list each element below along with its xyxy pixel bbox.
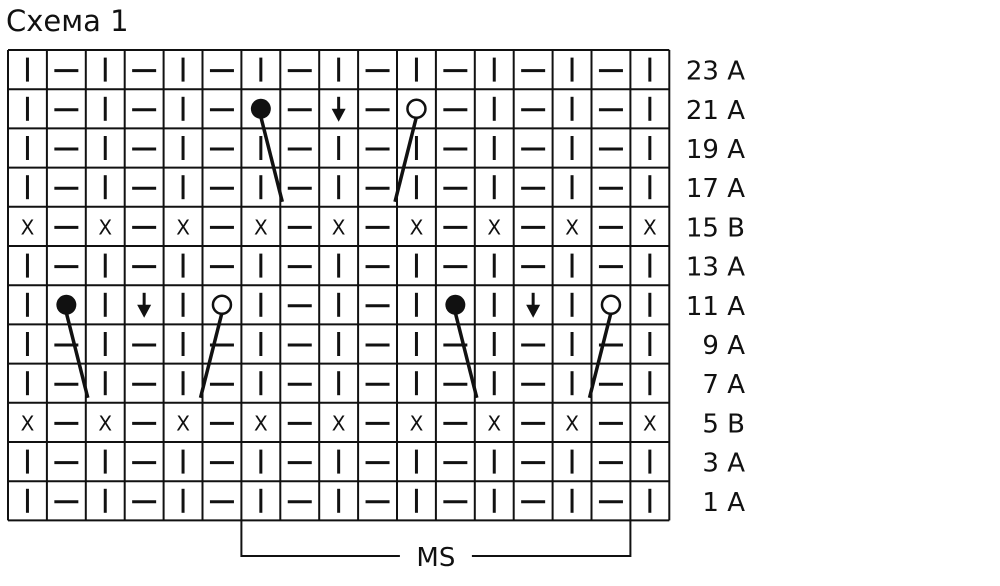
cable-line [259, 116, 284, 203]
x-stitch-symbol: X [487, 215, 501, 239]
cable-line [453, 312, 479, 399]
x-stitch-symbol: X [410, 215, 424, 239]
x-stitch-symbol: X [565, 215, 579, 239]
x-stitch-symbol: X [332, 215, 346, 239]
x-stitch-symbol: X [98, 411, 112, 435]
filled-dot-icon [56, 294, 77, 315]
x-stitch-symbol: X [487, 411, 501, 435]
row-label: 1 A [702, 488, 745, 518]
row-label: 11 A [686, 292, 745, 322]
filled-dot-icon [445, 294, 466, 315]
bracket-line [240, 520, 400, 557]
cable-line [393, 116, 419, 203]
row-label: 13 A [686, 253, 745, 283]
row-label: 5 B [702, 409, 745, 439]
x-stitch-symbol: X [643, 411, 657, 435]
x-stitch-symbol: X [21, 411, 35, 435]
down-arrow-head-icon [331, 108, 346, 122]
bracket-line [471, 520, 632, 557]
row-label: 3 A [702, 449, 745, 479]
x-stitch-symbol: X [254, 411, 268, 435]
x-stitch-symbol: X [332, 411, 346, 435]
row-label: 19 A [686, 135, 745, 165]
cable-line [64, 312, 90, 399]
x-stitch-symbol: X [176, 411, 190, 435]
x-stitch-symbol: X [21, 215, 35, 239]
down-arrow-head-icon [137, 304, 152, 318]
x-stitch-symbol: X [565, 411, 579, 435]
cable-line [587, 312, 613, 399]
x-stitch-symbol: X [643, 215, 657, 239]
x-stitch-symbol: X [254, 215, 268, 239]
row-label: 9 A [702, 331, 745, 361]
row-label: 17 A [686, 174, 745, 204]
open-circle-icon [211, 294, 233, 316]
filled-dot-icon [250, 98, 271, 119]
row-label: 21 A [686, 96, 745, 126]
chart-title: Схема 1 [6, 4, 129, 38]
x-stitch-symbol: X [410, 411, 424, 435]
row-label: 7 A [702, 370, 745, 400]
bracket-label: MS [416, 543, 455, 573]
row-label: 15 B [686, 213, 745, 243]
cable-line [198, 312, 224, 399]
down-arrow-head-icon [526, 304, 541, 318]
open-circle-icon [406, 98, 427, 120]
x-stitch-symbol: X [176, 215, 190, 239]
open-circle-icon [600, 294, 622, 316]
x-stitch-symbol: X [98, 215, 112, 239]
row-label: 23 A [686, 57, 745, 87]
